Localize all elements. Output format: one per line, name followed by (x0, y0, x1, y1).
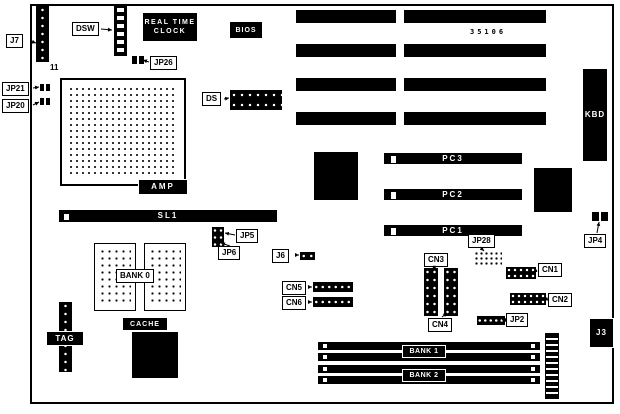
cpu-socket-lever (78, 176, 136, 184)
cn5-connector (313, 282, 353, 292)
dip-switch-toggles (117, 8, 124, 54)
jp26-jumper (132, 56, 144, 64)
bios-chip: BIOS (229, 21, 263, 39)
label-jp28: JP28 (468, 234, 495, 248)
bank0-module-right (144, 243, 186, 311)
cn1-connector (506, 267, 536, 279)
cn2-connector (510, 293, 546, 305)
isa-slot-3-left (296, 78, 396, 91)
tag-label: TAG (46, 331, 84, 346)
cn3-cn4-header-right (444, 268, 458, 316)
label-cn3: CN3 (424, 253, 449, 267)
isa-slot-3-right (404, 78, 546, 91)
label-dsw: DSW (72, 22, 99, 36)
pci-key-notch (391, 192, 396, 199)
dip-switch (114, 6, 127, 56)
io-qfp-chip (534, 168, 572, 212)
cache-chip (132, 332, 178, 378)
label-j6: J6 (272, 249, 289, 263)
label-jp2: JP2 (506, 313, 529, 327)
j6-connector (300, 252, 315, 260)
isa-slot-1-right (404, 10, 546, 23)
label-j7: J7 (6, 34, 23, 48)
label-jp4: JP4 (584, 234, 607, 248)
jp20-jumper (40, 98, 50, 105)
jp2-jumper (477, 316, 505, 325)
label-ds: DS (202, 92, 222, 106)
label-cn2: CN2 (548, 293, 573, 307)
rtc-label-line2: CLOCK (153, 28, 187, 35)
pci-slot-label: PC3 (442, 153, 464, 163)
pci-slot-pc3: PC3 (383, 152, 523, 165)
silkscreen-11: 11 (50, 63, 59, 72)
label-jp6: JP6 (218, 246, 241, 260)
label-jp20: JP20 (2, 99, 29, 113)
bank-upper-label: BANK 1 (402, 345, 446, 358)
real-time-clock-chip: REAL TIME CLOCK (142, 12, 198, 42)
pci-slot-label: PC2 (442, 189, 464, 199)
sl1-slot-label: SL1 (157, 211, 179, 220)
ds-chip (230, 90, 282, 110)
bank0-module-left (94, 243, 136, 311)
pci-slot-label: PC1 (442, 225, 464, 235)
label-cn6: CN6 (282, 296, 307, 310)
label-jp5: JP5 (236, 229, 259, 243)
bank-lower-label: BANK 2 (402, 369, 446, 382)
jp5-jp6-jumper-block (212, 227, 224, 247)
pci-slot-pc1: PC1 (383, 224, 523, 237)
isa-slot-4-left (296, 112, 396, 125)
isa-slot-2-right (404, 44, 546, 57)
label-bank0: BANK 0 (116, 269, 154, 283)
board-outline (30, 4, 614, 404)
pci-key-notch (391, 228, 396, 235)
pci-key-notch (391, 156, 396, 163)
power-connector (545, 333, 559, 399)
cpu-socket-brand: AMP (138, 179, 188, 195)
pci-slot-pc2: PC2 (383, 188, 523, 201)
sl1-slot: SL1 (58, 209, 278, 223)
label-jp26: JP26 (150, 56, 177, 70)
chipset-qfp-chip (314, 152, 358, 200)
label-cn4: CN4 (428, 318, 453, 332)
jp21-jumper (40, 84, 50, 91)
sl1-key-notch (64, 214, 69, 220)
cache-label: CACHE (122, 317, 168, 331)
cpu-socket (60, 78, 186, 186)
isa-slot-4-right (404, 112, 546, 125)
cn3-cn4-header-left (424, 268, 438, 316)
isa-slot-2-left (296, 44, 396, 57)
label-cn1: CN1 (538, 263, 563, 277)
rtc-label-line1: REAL TIME (144, 19, 196, 26)
board-part-number: 35106 (470, 28, 507, 36)
jp4-jumper (592, 212, 608, 221)
j3-connector: J3 (589, 318, 614, 348)
label-jp21: JP21 (2, 82, 29, 96)
jp28-jumper-block (474, 251, 502, 265)
cn6-connector (313, 297, 353, 307)
j7-connector (36, 6, 49, 62)
isa-slot-1-left (296, 10, 396, 23)
label-cn5: CN5 (282, 281, 307, 295)
keyboard-connector: KBD (582, 68, 608, 162)
